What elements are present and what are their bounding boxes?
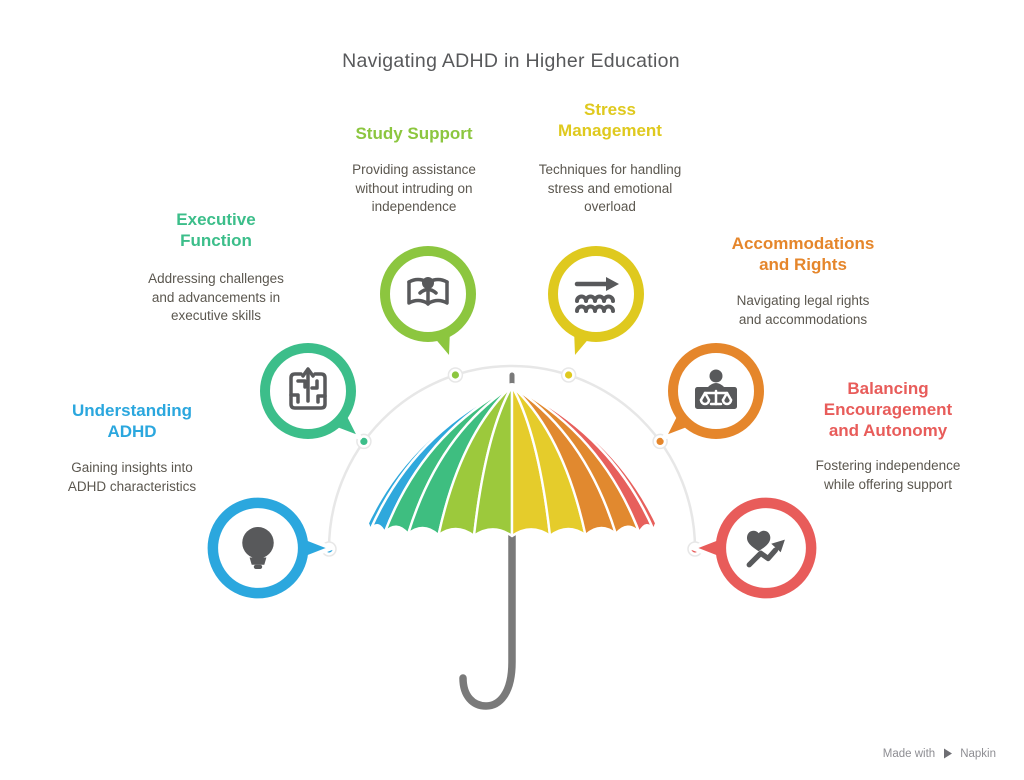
section-desc-accommodations-rights: Navigating legal rights and accommodatio… bbox=[736, 293, 870, 327]
brand-label: Napkin bbox=[960, 747, 996, 760]
connector-arc bbox=[321, 364, 703, 557]
section-desc-understanding-adhd: Gaining insights into ADHD characteristi… bbox=[67, 460, 197, 494]
heart-growth-icon bbox=[746, 530, 785, 568]
bubble-executive-function bbox=[260, 343, 363, 440]
bubble-study-support bbox=[380, 246, 476, 363]
reader-book-icon bbox=[407, 277, 449, 306]
bubble-balancing-encouragement bbox=[690, 497, 817, 599]
napkin-watermark[interactable]: Made with Napkin bbox=[883, 747, 996, 760]
section-title-stress-management: Stress Management bbox=[558, 100, 662, 140]
flow-arrow-waves-icon bbox=[574, 277, 619, 313]
napkin-logo-icon bbox=[944, 748, 953, 759]
section-title-understanding-adhd: Understanding ADHD bbox=[72, 401, 192, 441]
bubble-stress-management bbox=[548, 246, 644, 363]
lightbulb-icon bbox=[242, 527, 274, 569]
scales-desk-icon bbox=[695, 369, 737, 409]
maze-arrow-icon bbox=[289, 367, 327, 410]
made-with-label: Made with bbox=[882, 747, 936, 760]
section-title-study-support: Study Support bbox=[355, 124, 473, 143]
section-desc-balancing-encouragement: Fostering independence while offering su… bbox=[815, 458, 961, 492]
page-title: Navigating ADHD in Higher Education bbox=[342, 50, 680, 72]
section-title-accommodations-rights: Accommodations and Rights bbox=[731, 234, 875, 274]
bubble-understanding-adhd bbox=[207, 497, 334, 599]
bubble-accommodations-rights bbox=[661, 343, 764, 440]
section-desc-executive-function: Addressing challenges and advancements i… bbox=[148, 271, 284, 323]
section-desc-stress-management: Techniques for handling stress and emoti… bbox=[538, 162, 682, 214]
section-title-executive-function: Executive Function bbox=[176, 210, 256, 250]
umbrella-canopy bbox=[363, 384, 661, 538]
umbrella-illustration bbox=[363, 370, 661, 714]
section-desc-study-support: Providing assistance without intruding o… bbox=[352, 162, 476, 214]
section-title-balancing-encouragement: Balancing Encouragement and Autonomy bbox=[823, 379, 953, 440]
